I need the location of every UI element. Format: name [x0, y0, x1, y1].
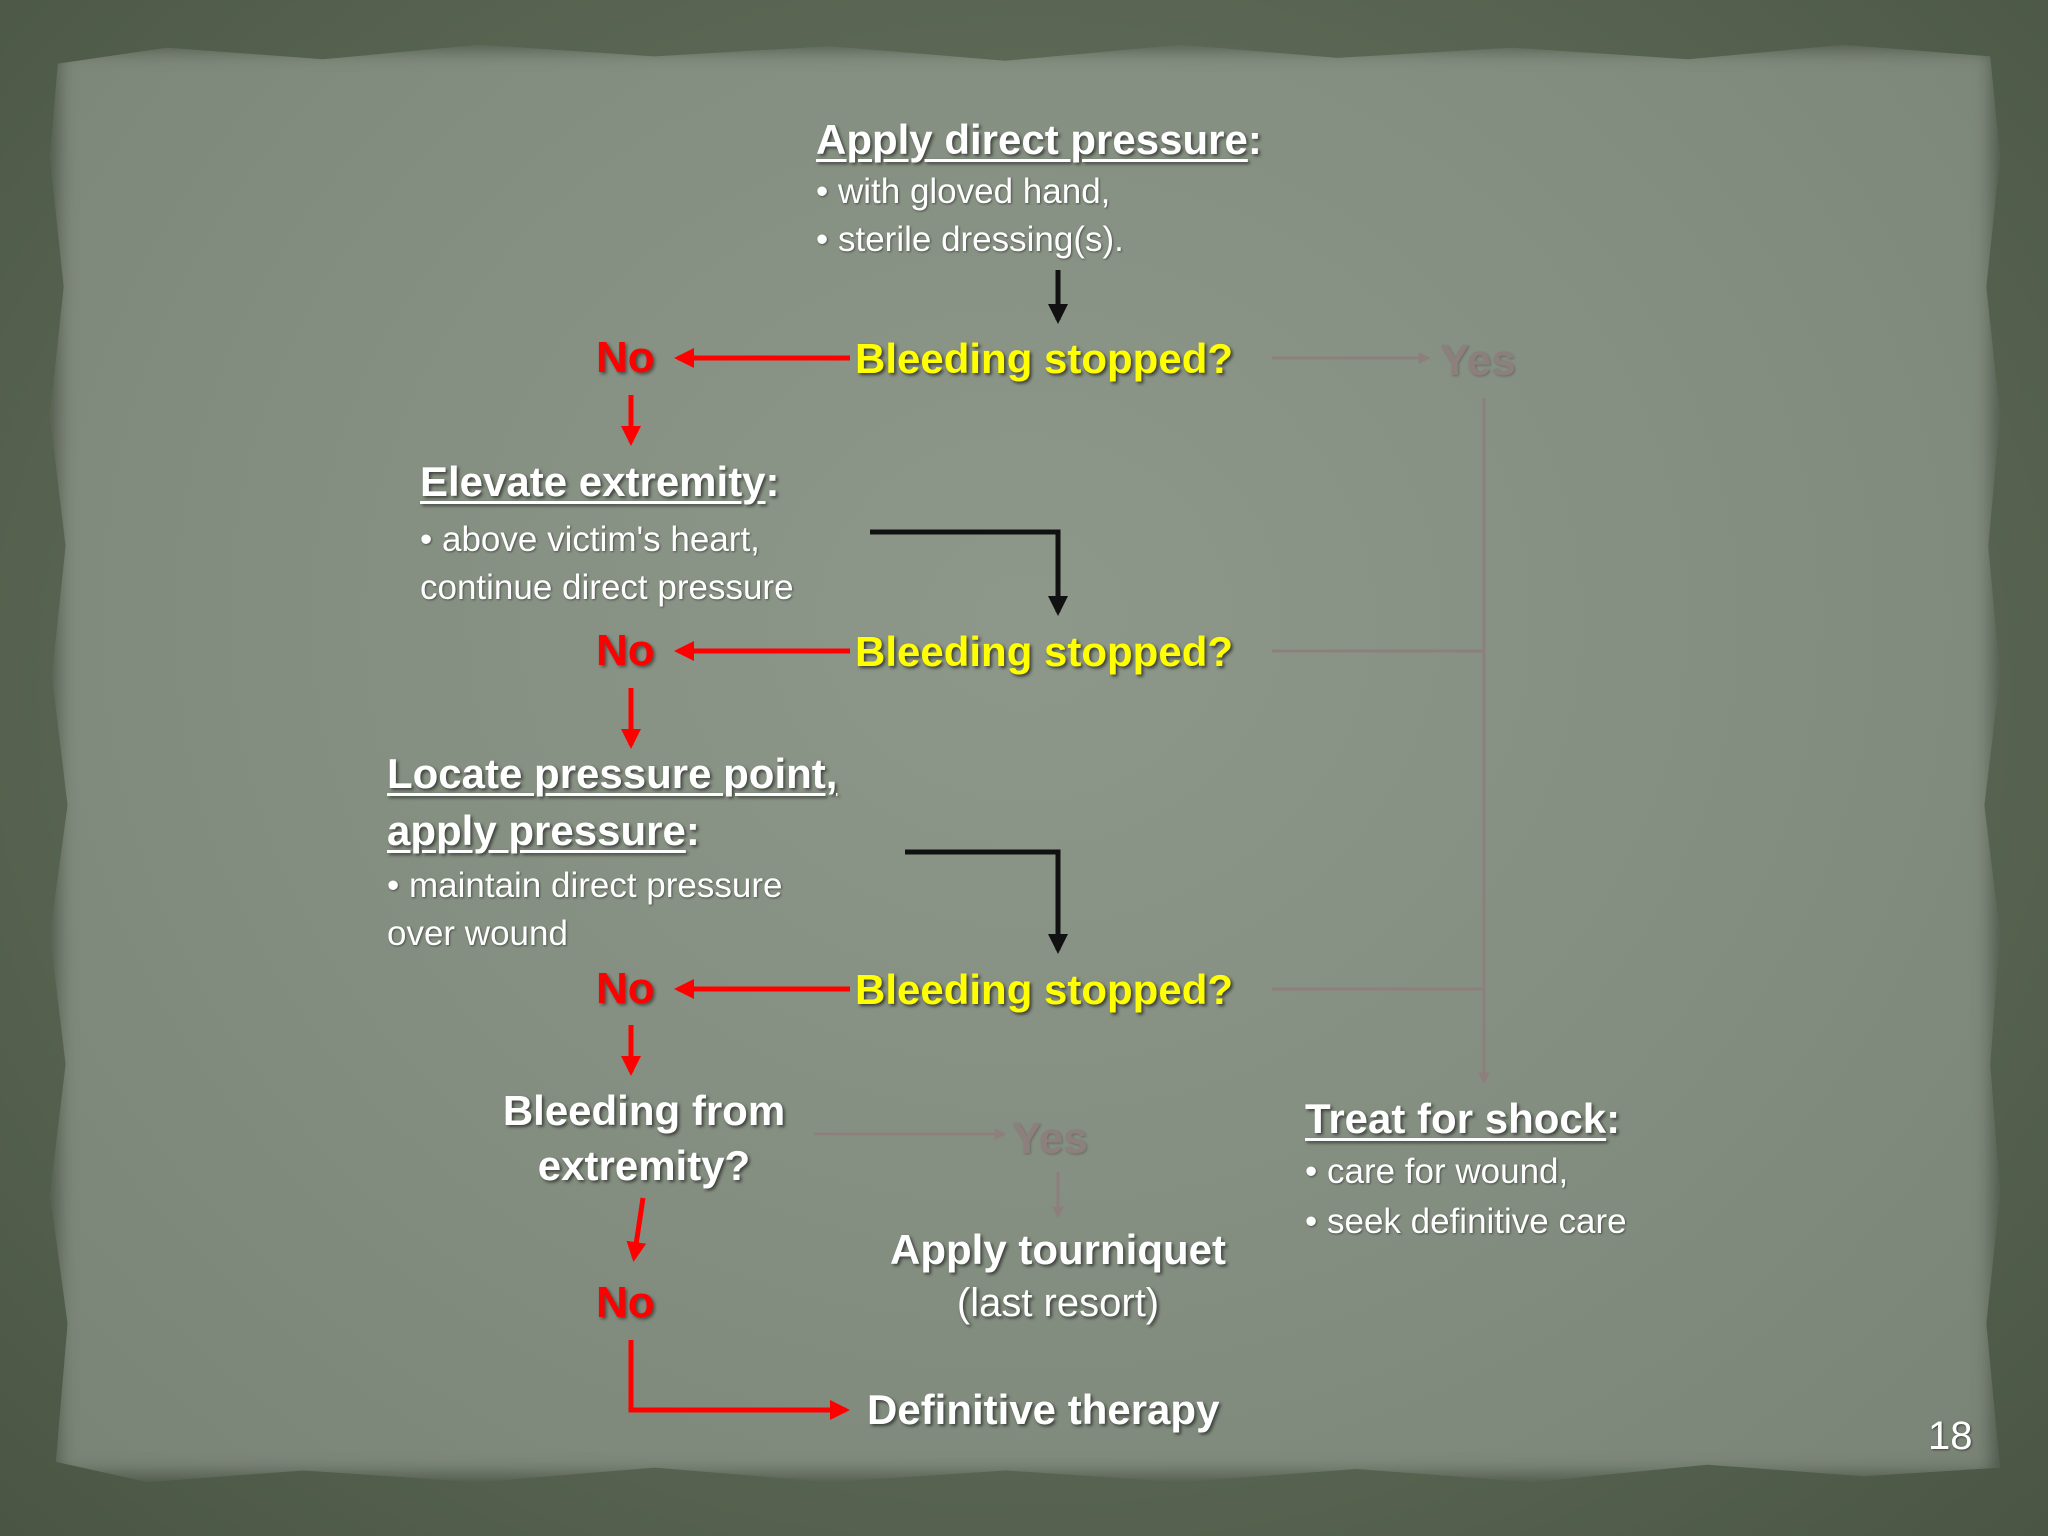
no-label-3: No — [596, 964, 655, 1013]
elevate-heading: Elevate extremity: — [420, 458, 780, 506]
pressure-point-heading-line-2: apply pressure: — [387, 807, 700, 855]
shock-bullet-1: • care for wound, — [1305, 1152, 1569, 1191]
arrow-extremity-no — [626, 1197, 647, 1262]
torn-paper-background — [50, 44, 2000, 1482]
pressure-point-colon: : — [685, 807, 700, 854]
arrow-elevate-to-question-2 — [870, 529, 1068, 616]
yes-label-1: Yes — [1440, 336, 1516, 385]
bleeding-stopped-question-1: Bleeding stopped? — [855, 335, 1233, 382]
page-number: 18 — [1928, 1414, 1973, 1458]
pressure-point-title-2: apply pressure — [387, 807, 686, 854]
direct-pressure-heading: Apply direct pressure: — [816, 116, 1262, 164]
direct-pressure-bullet-1: • with gloved hand, — [816, 172, 1111, 211]
shock-heading: Treat for shock: — [1305, 1095, 1620, 1143]
arrow-pressure-point-to-question-3 — [905, 849, 1068, 954]
direct-pressure-bullet-2: • sterile dressing(s). — [816, 220, 1124, 259]
elevate-line-1: • above victim's heart, — [420, 520, 760, 559]
no-label-1: No — [596, 333, 655, 382]
elevate-colon: : — [765, 458, 780, 505]
elevate-line-2: continue direct pressure — [420, 568, 794, 607]
elevate-title: Elevate extremity — [420, 458, 766, 505]
pressure-point-line-2: over wound — [387, 914, 568, 953]
shock-title: Treat for shock — [1305, 1095, 1607, 1142]
pressure-point-line-1: • maintain direct pressure — [387, 866, 783, 905]
bleeding-stopped-question-2: Bleeding stopped? — [855, 628, 1233, 675]
pressure-point-heading-line-1: Locate pressure point, — [387, 750, 838, 797]
direct-pressure-colon: : — [1247, 116, 1262, 163]
extremity-question-line-1: Bleeding from — [502, 1087, 786, 1134]
shock-colon: : — [1606, 1095, 1621, 1142]
no-label-2: No — [596, 626, 655, 675]
definitive-therapy: Definitive therapy — [867, 1386, 1220, 1433]
direct-pressure-title: Apply direct pressure — [816, 116, 1248, 163]
arrow-no-to-definitive-therapy — [628, 1340, 850, 1420]
tourniquet-line-2: (last resort) — [956, 1281, 1160, 1325]
tourniquet-line-1: Apply tourniquet — [890, 1226, 1226, 1273]
yes-label-extremity: Yes — [1012, 1114, 1088, 1163]
shock-bullet-2: • seek definitive care — [1305, 1202, 1627, 1241]
extremity-question-line-2: extremity? — [537, 1142, 751, 1189]
no-label-4: No — [596, 1278, 655, 1327]
bleeding-stopped-question-3: Bleeding stopped? — [855, 966, 1233, 1013]
